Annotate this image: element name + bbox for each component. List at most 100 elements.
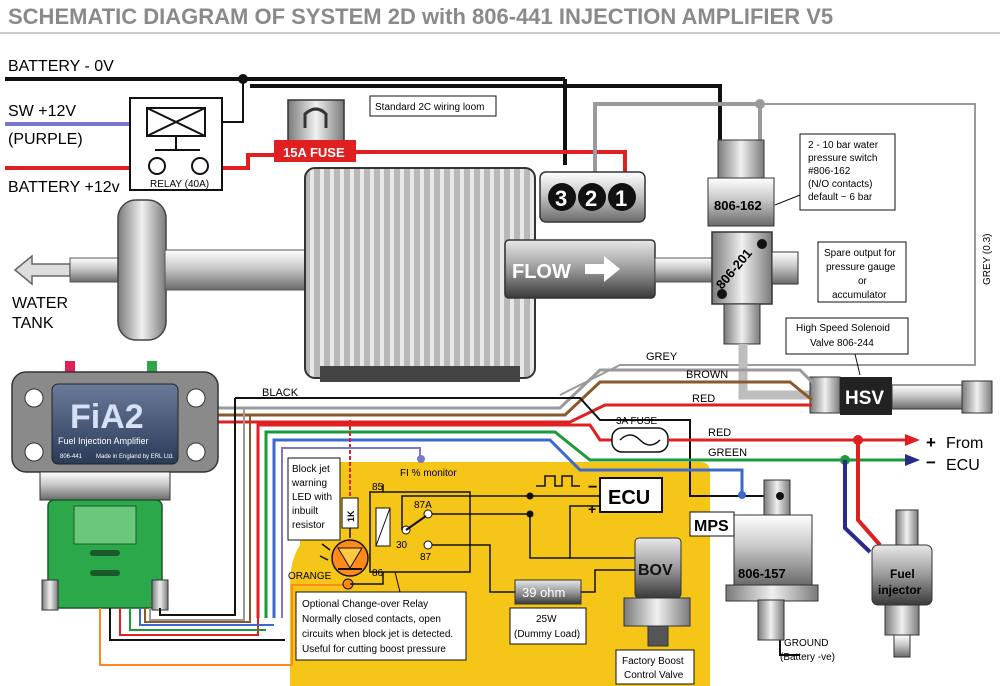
relay-note-line-1: Optional Change-over Relay xyxy=(302,599,428,610)
ps-note-line-3: #806-162 xyxy=(808,166,851,177)
pump-motor-body xyxy=(304,167,536,379)
bov-note-line-2: Control Valve xyxy=(624,670,684,681)
green-wire xyxy=(264,430,905,618)
ecu-pulse-icon xyxy=(536,475,580,487)
grey-03-label: GREY (0.3) xyxy=(982,234,993,286)
relay-30-wire xyxy=(401,495,530,530)
fuse-to-connector-wire xyxy=(355,150,627,178)
sw-12v-label: SW +12V xyxy=(8,103,76,120)
relay-note: Optional Change-over Relay Normally clos… xyxy=(295,571,467,661)
connector-pin-2: 2 xyxy=(585,186,597,211)
ps-note-line-2: pressure switch xyxy=(808,153,877,164)
panel-ecu-label: ECU xyxy=(608,487,650,509)
relay-ground-wire xyxy=(220,79,244,123)
loom-label-box xyxy=(369,95,497,117)
grey-wire-switch xyxy=(593,102,762,178)
bov-ground-wire xyxy=(580,569,635,593)
green-label: GREEN xyxy=(708,447,747,459)
ground-label: GROUND xyxy=(784,638,828,649)
ground-sub-label: (Battery -ve) xyxy=(780,652,835,663)
panel-ecu-plus: + xyxy=(588,501,596,517)
injector-navy-wire xyxy=(843,460,872,554)
relay-pin-85: 85 xyxy=(372,482,384,493)
tee-to-hsv-pipe xyxy=(738,344,815,400)
mps-id: 806-157 xyxy=(738,566,786,581)
fuel-injector: Fuel injector xyxy=(871,509,933,658)
ribbon-green xyxy=(129,608,266,631)
ps-note-line-1: 2 - 10 bar water xyxy=(808,140,879,151)
diagram-title: SCHEMATIC DIAGRAM OF SYSTEM 2D with 806-… xyxy=(8,4,833,29)
relay-40a: RELAY (40A) xyxy=(129,97,223,191)
fia2-logo: FiA2 xyxy=(70,398,144,436)
led-note-line-2: warning xyxy=(291,478,327,489)
load-note-line-1: 25W xyxy=(536,614,557,625)
red-wire-hsv xyxy=(170,403,812,424)
injector-line-1: Fuel xyxy=(890,567,915,581)
fia2-made-in: Made in England by ERL Ltd. xyxy=(96,454,174,460)
blue-dot xyxy=(738,491,746,499)
inlet-filter-body xyxy=(117,199,167,341)
grey-wire-hsv xyxy=(180,368,817,410)
relay-note-line-2: Normally closed contacts, open xyxy=(302,614,441,625)
resistor-label: 1K xyxy=(346,510,356,522)
fuse-3a: 3A FUSE xyxy=(611,416,669,453)
ribbon-black-up xyxy=(159,398,236,616)
led-note: Block jet warning LED with inbuilt resis… xyxy=(287,457,341,541)
injector-line-2: injector xyxy=(878,583,922,597)
fia2-amplifier: FiA2 Fuel Injection Amplifier 806-441 Ma… xyxy=(11,361,219,611)
fi-monitor-dot xyxy=(417,455,425,463)
hsv-valve: HSV xyxy=(809,376,993,415)
tee-block-806-201: 806-201 xyxy=(711,231,799,345)
plus-label: + xyxy=(926,433,936,452)
fi-monitor-label: FI % monitor xyxy=(400,468,457,479)
relay-pin-87: 87 xyxy=(420,552,432,563)
bov-label: BOV xyxy=(638,562,673,579)
tank-label: TANK xyxy=(12,315,54,332)
relay-note-line-4: Useful for cutting boost pressure xyxy=(302,644,446,655)
ps-note-line-4: (N/O contacts) xyxy=(808,179,872,190)
fuse-15a: 15A FUSE xyxy=(274,99,356,162)
dummy-load-label: 39 ohm xyxy=(522,585,565,600)
black-dot xyxy=(776,492,784,500)
led-note-line-4: inbuilt xyxy=(292,506,318,517)
ribbon-red xyxy=(119,425,259,636)
battery-12v-wire xyxy=(5,160,152,170)
minus-label: − xyxy=(926,453,936,472)
spare-note-line-3: or xyxy=(858,276,868,287)
led-note-line-1: Block jet xyxy=(292,464,330,475)
fuse-label: 15A FUSE xyxy=(283,145,345,160)
water-label: WATER xyxy=(12,295,68,312)
outlet-pipe xyxy=(654,257,716,283)
pressure-switch-806-162: 806-162 xyxy=(707,139,775,227)
bov-note: Factory Boost Control Valve xyxy=(615,649,695,685)
relay-label: RELAY (40A) xyxy=(150,179,209,190)
red-ecu-label: RED xyxy=(708,427,731,439)
loom-label: Standard 2C wiring loom xyxy=(375,102,485,113)
fia2-subtitle: Fuel Injection Amplifier xyxy=(58,436,149,446)
relay-pin-86: 86 xyxy=(372,568,384,579)
injector-red-wire xyxy=(856,440,882,547)
purple-label: (PURPLE) xyxy=(8,131,83,148)
spare-note-line-2: pressure gauge xyxy=(826,262,896,273)
green-arrow-icon xyxy=(905,454,920,466)
pressure-switch-id: 806-162 xyxy=(714,198,762,213)
hsv-label: HSV xyxy=(845,388,884,409)
relay-pin-87a: 87A xyxy=(414,500,432,511)
warning-led-icon xyxy=(319,539,369,577)
black-label: BLACK xyxy=(262,387,299,399)
ribbon-wires xyxy=(109,608,285,641)
grey-03-wire xyxy=(559,103,976,396)
connector-pin-1: 1 xyxy=(615,186,627,211)
changeover-relay: 85 86 87A 30 87 xyxy=(369,482,471,579)
ribbon-grey-up xyxy=(149,408,245,621)
flow-arrow-icon xyxy=(585,256,620,282)
from-label: From xyxy=(946,435,983,452)
ecu-label: ECU xyxy=(946,457,980,474)
spare-note-line-1: Spare output for xyxy=(824,248,896,259)
relay-87-wire xyxy=(432,544,515,593)
hsv-note-line-1: High Speed Solenoid xyxy=(796,323,890,334)
switch-black-wire xyxy=(250,84,722,140)
ribbon-blue xyxy=(139,608,274,626)
three-pin-connector: 3 2 1 xyxy=(539,171,646,223)
